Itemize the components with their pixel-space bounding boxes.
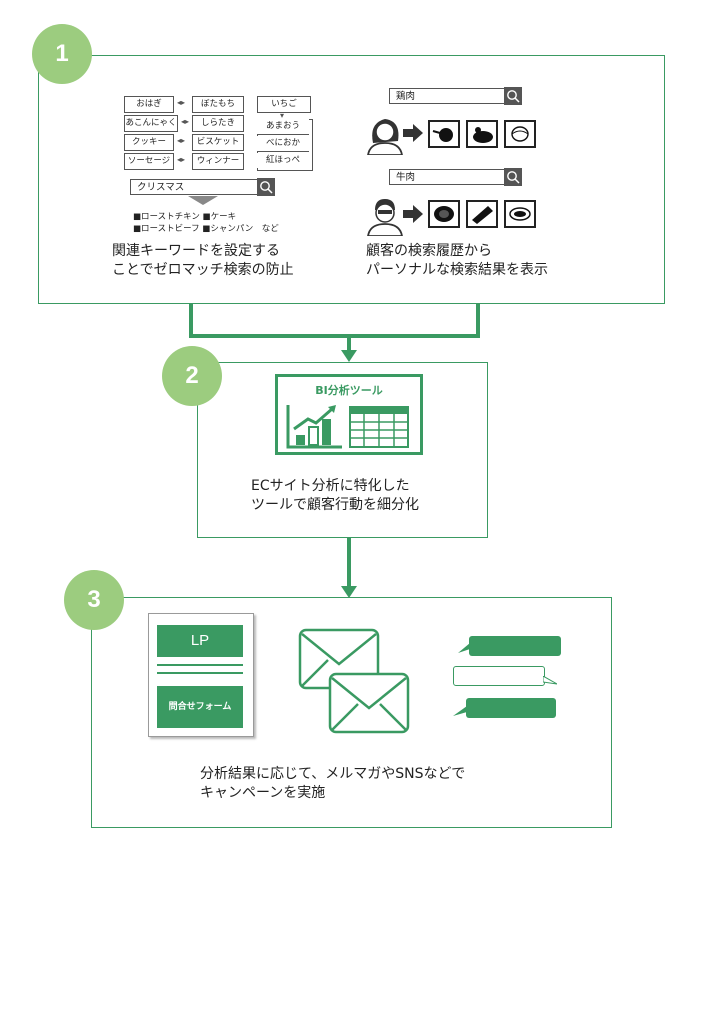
arrow-right-icon: [403, 205, 423, 223]
step1-caption-right: 顧客の検索履歴から: [366, 243, 492, 259]
search-icon: [507, 90, 520, 103]
chicken-breast-icon: [511, 126, 529, 142]
step3-badge: 3: [64, 570, 124, 630]
keyword-box: 紅ほっぺ: [257, 153, 309, 168]
chicken-wing-icon: [432, 128, 453, 142]
connector-to-step2: [347, 334, 351, 354]
beef-search-input: 牛肉: [389, 169, 505, 185]
chicken-breast-tile: [504, 120, 536, 148]
man-avatar-icon: [367, 199, 403, 236]
keyword-box: クッキー: [124, 134, 174, 151]
keyword-box: あまおう: [257, 119, 309, 135]
connector-horizontal: [189, 334, 480, 338]
chat-bubble-tail-icon: [458, 643, 470, 653]
step1-caption-left: ことでゼロマッチ検索の防止: [112, 262, 294, 278]
beef-slice-icon: [509, 207, 531, 221]
beef-cut-tile: [466, 200, 498, 228]
step3-caption: キャンペーンを実施: [200, 785, 326, 801]
connector-to-step3: [347, 522, 351, 592]
christmas-search-input: クリスマス: [130, 179, 258, 195]
lp-divider-line: [157, 672, 243, 674]
keyword-box: ソーセージ: [124, 153, 174, 170]
search-button: [504, 87, 522, 105]
double-arrow-icon: ◂▸: [177, 155, 186, 164]
keyword-box: あこんにゃく: [124, 115, 178, 132]
search-icon: [260, 181, 273, 194]
arrow-down-small-icon: ▾: [280, 111, 285, 120]
arrow-down-icon: [341, 586, 357, 598]
double-arrow-icon: ◂▸: [181, 117, 190, 126]
lp-header: LP: [157, 625, 243, 657]
step2-caption: ECサイト分析に特化した: [251, 478, 410, 494]
steak-tile: [428, 200, 460, 228]
contact-form-block: 問合せフォーム: [157, 686, 243, 728]
step1-badge: 1: [32, 24, 92, 84]
bi-tool-title: BI分析ツール: [315, 384, 383, 397]
connector-right-vertical: [476, 278, 480, 336]
beef-cut-icon: [472, 206, 493, 224]
suggestion-list-line: ■ローストビーフ ■シャンパン など: [133, 224, 279, 234]
chicken-wing-tile: [428, 120, 460, 148]
beef-slice-tile: [504, 200, 536, 228]
connector-left-vertical: [189, 278, 193, 336]
keyword-box: しらたき: [192, 115, 244, 132]
step2-badge: 2: [162, 346, 222, 406]
bi-chart-icon: [286, 405, 409, 449]
steak-icon: [434, 206, 454, 222]
suggestion-list-line: ■ローストチキン ■ケーキ: [133, 212, 237, 222]
keyword-box: おはぎ: [124, 96, 174, 113]
keyword-box: ウィンナー: [192, 153, 244, 170]
roast-chicken-tile: [466, 120, 498, 148]
keyword-box: ビスケット: [192, 134, 244, 151]
step3-caption: 分析結果に応じて、メルマガやSNSなどで: [200, 766, 466, 782]
step2-caption: ツールで顧客行動を細分化: [251, 497, 419, 513]
chat-bubble-tail-icon: [543, 676, 557, 685]
chat-bubble: [466, 698, 556, 718]
step1-caption-left: 関連キーワードを設定する: [112, 243, 280, 259]
email-envelope-icon: [298, 628, 410, 734]
keyword-box: いちご: [257, 96, 311, 113]
chat-bubble-tail-icon: [453, 706, 467, 716]
chat-bubble: [469, 636, 561, 656]
chicken-search-input: 鶏肉: [389, 88, 505, 104]
search-button: [257, 178, 275, 196]
arrow-down-icon: [341, 350, 357, 362]
double-arrow-icon: ◂▸: [177, 98, 186, 107]
keyword-box: ぼたもち: [192, 96, 244, 113]
keyword-box: べにおか: [257, 136, 309, 152]
search-button: [504, 168, 522, 186]
chat-bubble: [453, 666, 545, 686]
arrow-right-icon: [403, 124, 423, 142]
double-arrow-icon: ◂▸: [177, 136, 186, 145]
step1-caption-right: パーソナルな検索結果を表示: [366, 262, 548, 278]
lp-divider-line: [157, 664, 243, 666]
dropdown-triangle-icon: [188, 196, 218, 205]
search-icon: [507, 171, 520, 184]
roast-chicken-icon: [473, 127, 493, 143]
woman-avatar-icon: [367, 119, 403, 155]
